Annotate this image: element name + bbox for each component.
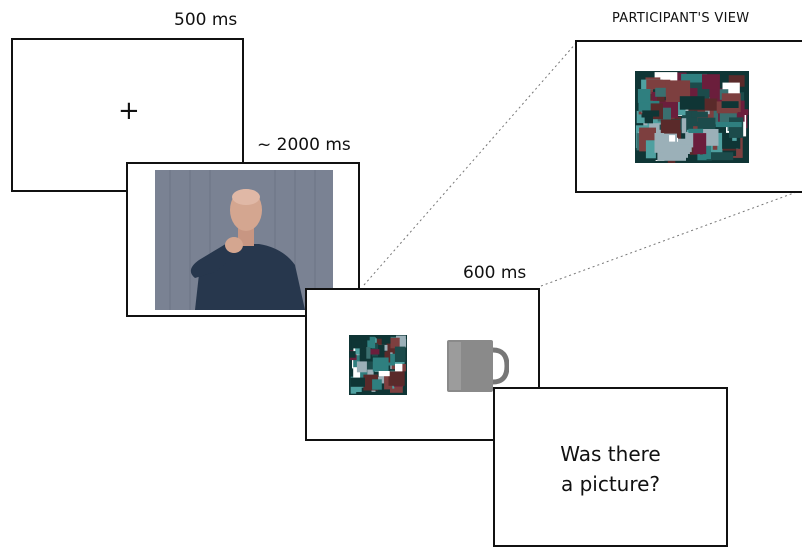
- mosaic-tile: [677, 144, 692, 153]
- participant-view-frame: [575, 40, 802, 193]
- mosaic-tile: [378, 378, 388, 391]
- mosaic-tile: [693, 133, 707, 155]
- mosaic-mask-small: [349, 335, 407, 395]
- projection-line-lower: [540, 189, 802, 287]
- mosaic-tile: [390, 337, 400, 349]
- mosaic-tile: [384, 373, 393, 390]
- mosaic-tile: [638, 100, 660, 112]
- mosaic-tile: [349, 351, 356, 358]
- mosaic-tile: [714, 147, 737, 156]
- mosaic-tile: [359, 348, 371, 365]
- mosaic-tile: [350, 382, 362, 392]
- mosaic-tile: [378, 371, 390, 377]
- mosaic-tile: [372, 357, 389, 372]
- question-line-1: Was there: [560, 442, 661, 466]
- mosaic-tile: [729, 117, 744, 138]
- mosaic-tile: [691, 111, 708, 118]
- mosaic-tile: [390, 385, 403, 393]
- mosaic-tile: [356, 361, 367, 373]
- mosaic-tile: [372, 379, 382, 390]
- mosaic-tile: [679, 96, 705, 110]
- mosaic-tile: [676, 138, 702, 146]
- mosaic-tile: [645, 140, 656, 159]
- mosaic-tile: [366, 347, 371, 359]
- participant-view-label: PARTICIPANT'S VIEW: [612, 11, 750, 26]
- mosaic-tile: [688, 128, 704, 133]
- mosaic-tile: [399, 339, 407, 348]
- mosaic-tile: [702, 74, 720, 90]
- mosaic-tile: [715, 122, 742, 128]
- mosaic-tile: [669, 135, 676, 142]
- mosaic-mask-large: [635, 71, 749, 163]
- stimulus-duration-label: 600 ms: [463, 263, 527, 283]
- mosaic-tile: [358, 371, 368, 379]
- question-line-2: a picture?: [560, 472, 661, 496]
- mosaic-tile: [644, 116, 653, 124]
- video-duration-label: ~ 2000 ms: [257, 135, 351, 155]
- mosaic-tile: [637, 89, 651, 103]
- mosaic-tile: [370, 349, 380, 355]
- projection-line-upper: [363, 41, 578, 286]
- mosaic-tile: [654, 72, 678, 84]
- mosaic-tile: [660, 119, 681, 134]
- mosaic-tile: [365, 336, 376, 349]
- mosaic-tile: [400, 364, 406, 372]
- mosaic-tile: [642, 110, 660, 117]
- mosaic-tile: [388, 371, 405, 386]
- mosaic-tile: [350, 377, 365, 387]
- mug-picture: [447, 340, 509, 392]
- mosaic-tile: [728, 75, 745, 87]
- mosaic-tile: [681, 118, 687, 134]
- mosaic-tile: [677, 82, 706, 89]
- mosaic-tile: [740, 109, 749, 115]
- mosaic-tile: [646, 79, 671, 90]
- mosaic-tile: [655, 87, 673, 97]
- mosaic-tile: [394, 346, 406, 362]
- mosaic-tile: [721, 101, 739, 108]
- fixation-duration-label: 500 ms: [174, 10, 238, 30]
- fixation-cross: +: [118, 96, 140, 126]
- signer-photo: [155, 170, 333, 310]
- mosaic-tile: [702, 137, 711, 160]
- mosaic-tile: [353, 367, 361, 379]
- question-frame: Was there a picture?: [493, 387, 728, 547]
- mosaic-tile: [362, 361, 374, 370]
- mosaic-tile: [363, 335, 370, 341]
- mosaic-tile: [654, 133, 665, 153]
- mosaic-tile: [353, 340, 362, 345]
- mosaic-tile: [706, 152, 734, 161]
